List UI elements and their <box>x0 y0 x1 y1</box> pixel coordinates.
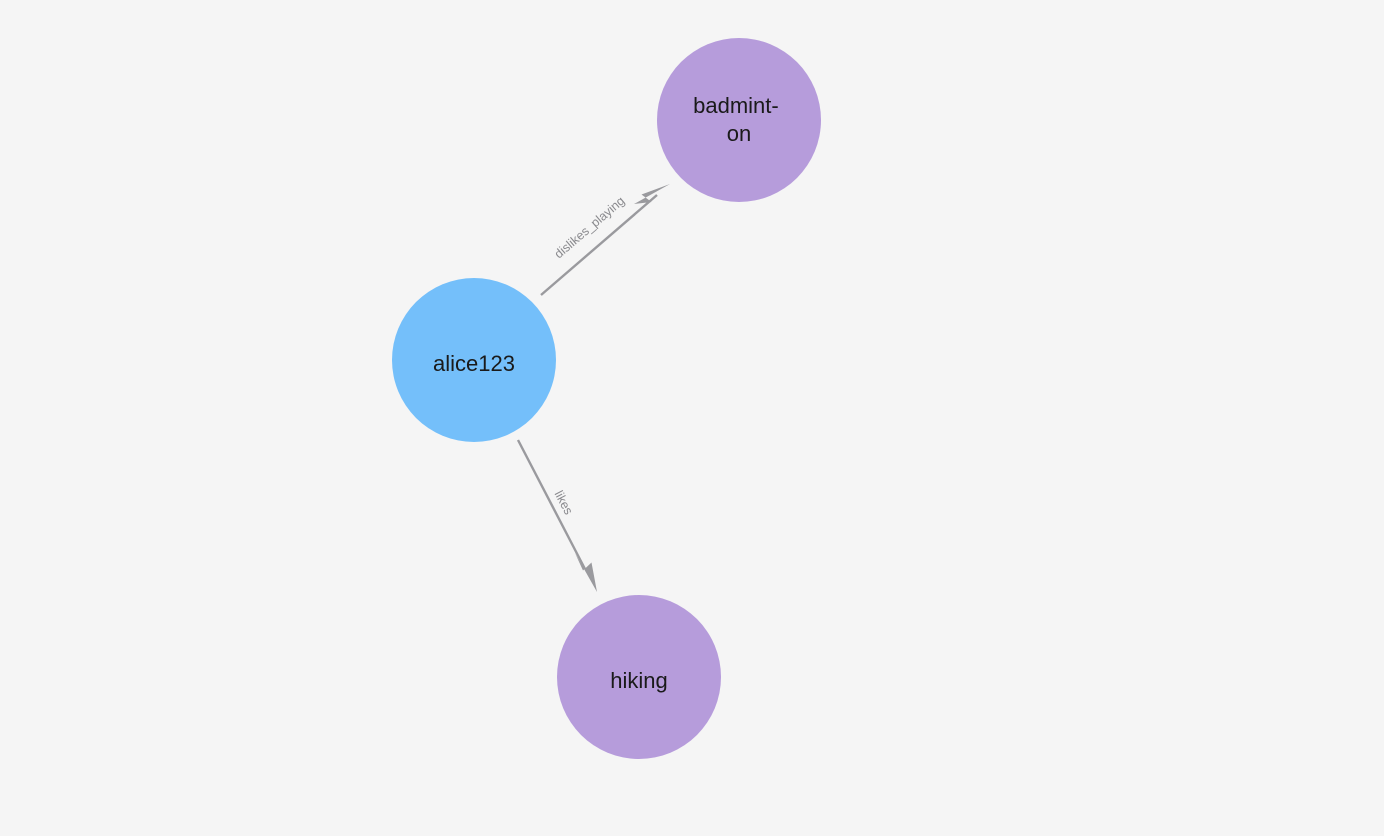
node-circle-hiking[interactable] <box>557 595 721 759</box>
node-circle-alice123[interactable] <box>392 278 556 442</box>
edge-label-dislikes-playing: dislikes_playing <box>552 194 628 262</box>
nodes-layer: badmint- on alice123 hiking <box>392 38 821 759</box>
edge-arrowhead-icon <box>634 184 670 204</box>
node-alice123[interactable]: alice123 <box>392 278 556 442</box>
edge-line <box>516 439 587 570</box>
edge-arrowhead-icon <box>575 553 597 592</box>
edge-alice123-dislikes-playing-badminton[interactable]: dislikes_playing <box>540 184 670 296</box>
node-circle-badminton[interactable] <box>657 38 821 202</box>
node-badminton[interactable]: badmint- on <box>657 38 821 202</box>
edge-alice123-likes-hiking[interactable]: likes <box>516 439 597 592</box>
edge-line <box>540 194 658 296</box>
node-hiking[interactable]: hiking <box>557 595 721 759</box>
